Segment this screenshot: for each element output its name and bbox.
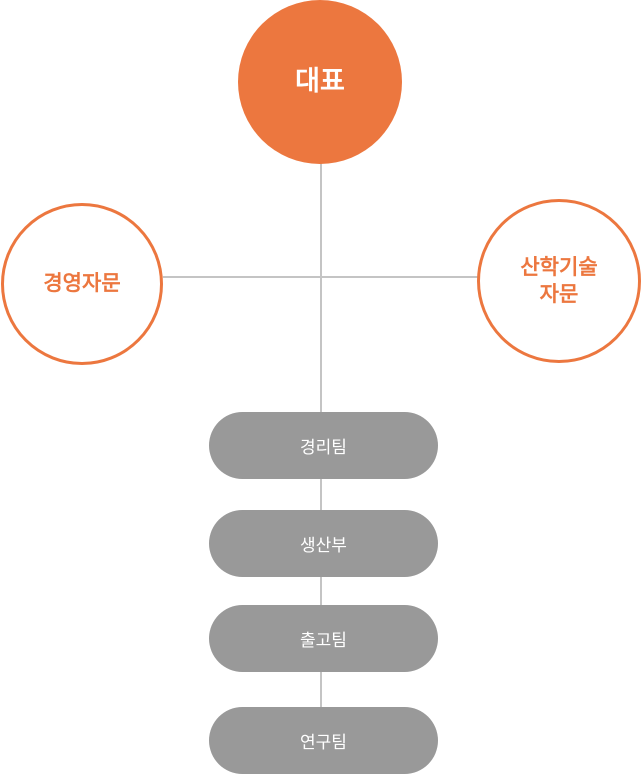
connector-horizontal (163, 276, 479, 278)
department-label: 출고팀 (300, 631, 347, 651)
ceo-node: 대표 (238, 0, 402, 164)
department-research: 연구팀 (209, 707, 438, 774)
connector-vertical-top (320, 162, 322, 412)
management-advisory-node: 경영자문 (1, 203, 163, 365)
management-advisory-label: 경영자문 (43, 271, 121, 296)
department-production: 생산부 (209, 510, 438, 577)
department-shipping: 출고팀 (209, 605, 438, 672)
department-accounting: 경리팀 (209, 412, 438, 479)
department-label: 연구팀 (300, 733, 347, 753)
industry-academic-advisory-label: 산학기술 자문 (520, 254, 598, 306)
department-label: 생산부 (300, 536, 347, 556)
department-label: 경리팀 (300, 438, 347, 458)
connector-vertical-departments (320, 478, 322, 708)
industry-academic-advisory-node: 산학기술 자문 (477, 199, 641, 363)
ceo-label: 대표 (295, 66, 345, 98)
